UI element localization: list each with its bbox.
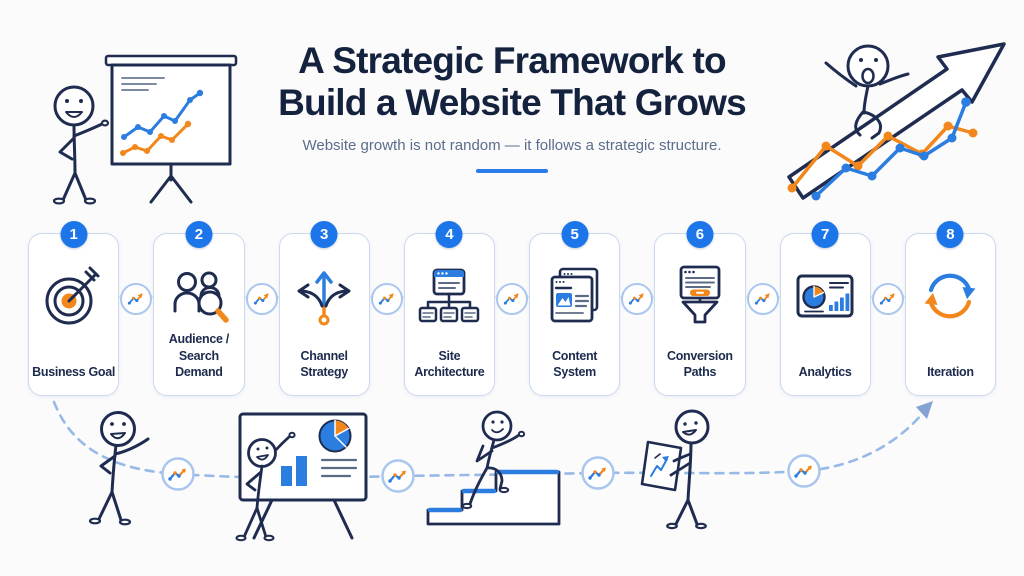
branching-arrows-icon: [297, 271, 351, 326]
big-arrow: [787, 42, 1006, 200]
connector-5-6: [612, 233, 663, 396]
title-line-1: A Strategic Framework to: [298, 40, 726, 81]
analytics-dashboard-icon: [796, 274, 854, 318]
presenter-flipchart-illustration: [52, 54, 238, 205]
connector-4-5: [487, 233, 537, 396]
rider-figure: [824, 44, 910, 140]
step-card-iteration: 8 Iteration: [904, 221, 996, 396]
step-label: Analytics: [798, 364, 852, 379]
title-underline: [476, 169, 548, 174]
step-badge: 8: [936, 221, 964, 248]
connector-1-2: [111, 233, 162, 396]
trend-connector-icon: [370, 283, 403, 315]
journey-illustration: [52, 400, 933, 542]
target-icon: [45, 266, 100, 325]
step-label: Content System: [552, 348, 598, 379]
climbing-figure: [461, 410, 526, 510]
trend-connector-icon: [621, 283, 654, 315]
whiteboard-presenter-figure: [235, 431, 296, 542]
presenter-figure: [52, 85, 110, 205]
cycle-arrows-icon: [924, 273, 976, 319]
flipchart: [104, 54, 238, 204]
step-badge: 6: [686, 221, 714, 248]
step-card-site-architecture: 4 Site Architecture: [403, 221, 495, 396]
step-badge: 4: [435, 221, 463, 248]
step-label: Site Architecture: [414, 348, 485, 379]
step-label: Audience / Search Demand: [168, 332, 230, 379]
step-card-channel-strategy: 3 Channel Strategy: [278, 221, 370, 396]
trend-connector-icon: [245, 283, 278, 315]
step-card-audience-search-demand: 2 Audience / Search Demand: [153, 221, 245, 396]
connector-2-3: [236, 233, 287, 396]
journey-node: [581, 456, 615, 490]
step-label: Conversion Paths: [666, 348, 733, 379]
step-badge: 2: [185, 221, 213, 248]
step-label: Iteration: [927, 364, 974, 379]
trend-connector-icon: [496, 283, 528, 315]
step-card-analytics: 7 Analytics: [779, 221, 871, 396]
step-label: Channel Strategy: [300, 348, 348, 379]
trend-connector-icon: [120, 283, 153, 315]
step-badge: 3: [310, 221, 338, 248]
content-pages-icon: [550, 267, 598, 323]
journey-node: [161, 457, 195, 491]
connector-7-8: [862, 233, 913, 396]
step-badge: 1: [60, 221, 88, 248]
step-card-content-system: 5 Content System: [529, 221, 621, 396]
audience-search-icon: [173, 271, 229, 323]
blue-trend-line: [811, 97, 971, 201]
trend-connector-icon: [871, 283, 904, 315]
steps-row: 1 Business Goal 2: [28, 221, 996, 396]
waving-figure: [88, 411, 150, 526]
step-badge: 5: [561, 221, 589, 248]
growth-arrow-illustration: [787, 42, 1006, 201]
connector-6-7: [737, 233, 788, 396]
step-card-conversion-paths: 6 Conversion Paths: [654, 221, 746, 396]
journey-node: [787, 454, 821, 488]
sitemap-icon: [419, 268, 480, 323]
title-line-2: Build a Website That Grows: [278, 82, 747, 124]
journey-node: [381, 459, 415, 493]
whiteboard: [238, 412, 368, 540]
trend-connector-icon: [746, 283, 779, 315]
step-card-business-goal: 1 Business Goal: [28, 221, 120, 396]
page-subtitle: Website growth is not random — it follow…: [302, 137, 722, 155]
funnel-browser-icon: [679, 265, 721, 324]
step-label: Business Goal: [32, 364, 116, 379]
journey-arrowhead: [916, 401, 933, 419]
step-badge: 7: [811, 221, 839, 248]
connector-3-4: [361, 233, 412, 396]
stairs: [426, 469, 561, 526]
tablet-reader-figure: [640, 409, 710, 530]
